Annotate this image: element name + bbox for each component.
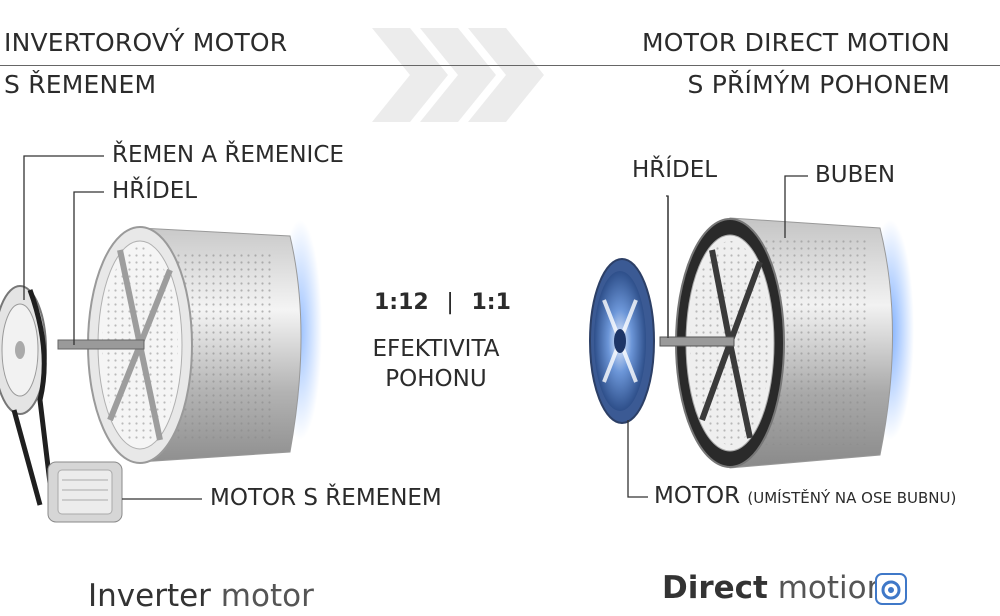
drive-ratio: 1:12 | 1:1: [374, 290, 511, 315]
label-direct-motor-note: (UMÍSTĚNÝ NA OSE BUBNU): [747, 489, 957, 507]
left-title-line1: INVERTOROVÝ MOTOR: [4, 28, 288, 57]
direct-logo-word2: motion: [777, 570, 887, 606]
efficiency-line2: POHONU: [385, 366, 487, 392]
efficiency-line1: EFEKTIVITA: [372, 336, 500, 362]
direct-logo-word1: Direct: [662, 570, 768, 606]
efficiency-label: EFEKTIVITA POHONU: [368, 334, 504, 394]
ratio-left: 1:12: [374, 290, 429, 315]
label-shaft-right: HŘÍDEL: [632, 157, 718, 183]
label-direct-motor: MOTOR (UMÍSTĚNÝ NA OSE BUBNU): [654, 483, 956, 509]
label-shaft-left: HŘÍDEL: [112, 178, 198, 204]
left-title-line2: S ŘEMENEM: [4, 70, 157, 99]
right-title-line2: S PŘÍMÝM POHONEM: [687, 70, 950, 99]
title-divider: [0, 65, 1000, 66]
inverter-motor-logo: Inverter motor: [88, 578, 314, 614]
ratio-separator: |: [446, 290, 454, 315]
label-belt-pulley: ŘEMEN A ŘEMENICE: [112, 142, 344, 168]
label-belt-motor: MOTOR S ŘEMENEM: [210, 485, 442, 511]
label-direct-motor-main: MOTOR: [654, 483, 741, 509]
direct-motion-logo: Direct motion: [662, 570, 886, 606]
inverter-logo-word1: Inverter: [88, 578, 211, 614]
label-drum: BUBEN: [815, 162, 896, 188]
right-title-line1: MOTOR DIRECT MOTION: [641, 28, 950, 57]
ratio-right: 1:1: [471, 290, 511, 315]
inverter-logo-word2: motor: [220, 578, 314, 614]
